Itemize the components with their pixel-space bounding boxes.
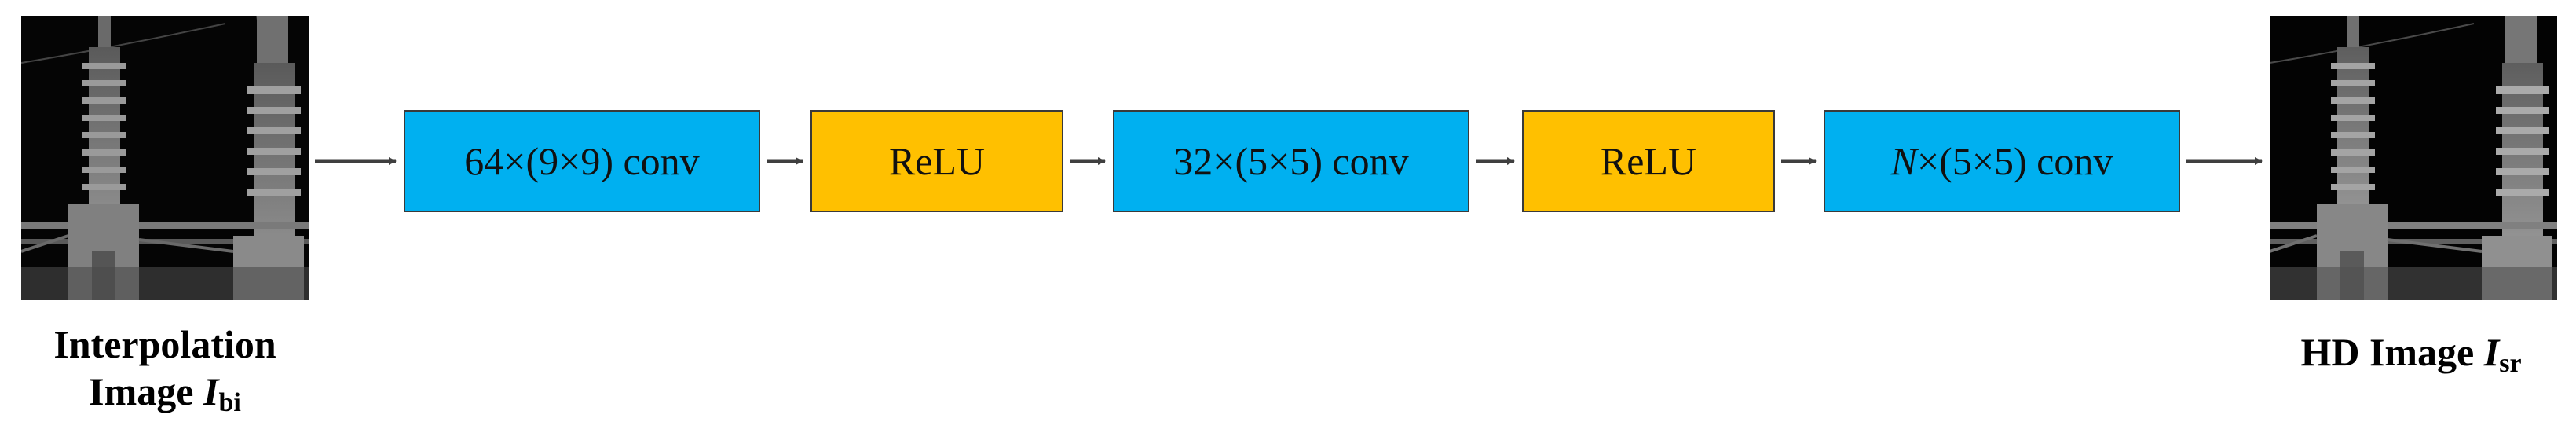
- output-caption-subscript: sr: [2499, 349, 2522, 378]
- input-caption-line2: Image Ibi: [0, 368, 330, 417]
- relu2-block: ReLU: [1522, 110, 1775, 212]
- conv3-label-symbol: N: [1890, 139, 1917, 183]
- infrared-insulator-photo: [2270, 16, 2557, 300]
- conv3-label-rest: ×(5×5) conv: [1916, 139, 2113, 183]
- infrared-insulator-photo: [21, 16, 309, 300]
- relu1-block: ReLU: [810, 110, 1063, 212]
- output-caption-symbol: I: [2483, 330, 2500, 374]
- output-image-thumbnail: [2270, 16, 2557, 300]
- input-caption-symbol: I: [203, 369, 219, 413]
- output-caption-word: HD Image: [2300, 330, 2475, 374]
- output-caption: HD Image Isr: [2246, 328, 2576, 378]
- conv3-label: N×(5×5) conv: [1891, 138, 2113, 184]
- input-caption-word: Image: [89, 369, 194, 413]
- conv3-block: N×(5×5) conv: [1824, 110, 2180, 212]
- conv1-block: 64×(9×9) conv: [404, 110, 760, 212]
- conv2-label: 32×(5×5) conv: [1173, 139, 1409, 183]
- conv2-block: 32×(5×5) conv: [1113, 110, 1469, 212]
- input-image-thumbnail: [21, 16, 309, 300]
- relu2-label: ReLU: [1600, 139, 1697, 183]
- input-caption-line1: Interpolation: [53, 322, 276, 366]
- relu1-label: ReLU: [888, 139, 986, 183]
- input-caption: Interpolation Image Ibi: [0, 321, 330, 417]
- input-caption-subscript: bi: [218, 388, 241, 417]
- conv1-label: 64×(9×9) conv: [464, 139, 700, 183]
